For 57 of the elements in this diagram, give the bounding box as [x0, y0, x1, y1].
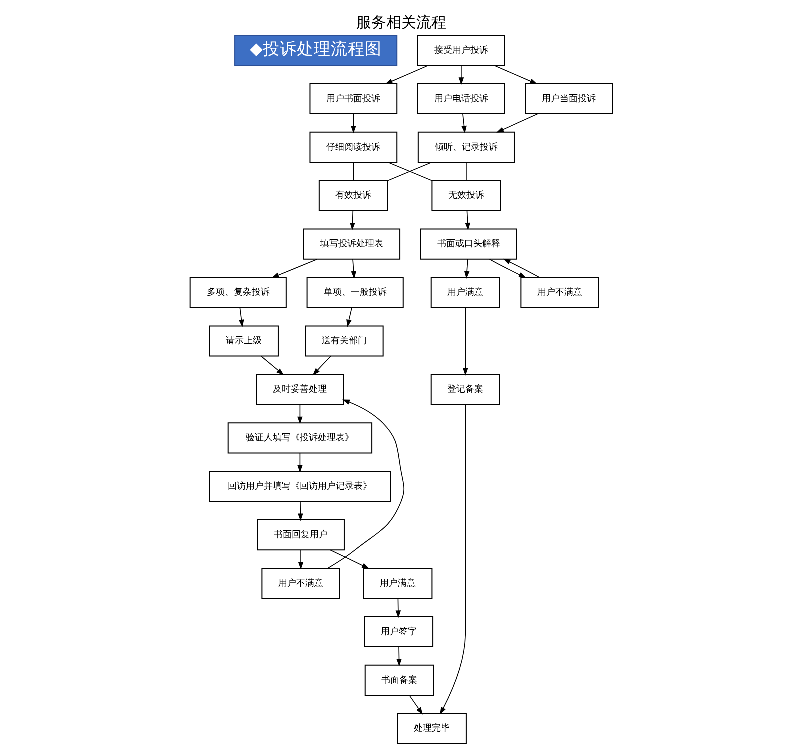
arrow: [464, 259, 470, 279]
arrow: [458, 65, 464, 86]
arrow: [298, 550, 304, 570]
arrow: [464, 210, 470, 231]
node-box: 多项、复杂投诉: [189, 277, 286, 308]
node-box: 用户书面投诉: [309, 83, 398, 114]
node-box: 登记备案: [430, 374, 500, 406]
arrow: [502, 258, 540, 278]
arrow: [384, 65, 428, 84]
node-box: 书面备案: [364, 664, 434, 696]
node-box: 回访用户并填写《回访用户记录表》: [208, 471, 391, 502]
arrow: [271, 259, 318, 278]
node-box: 用户满意: [362, 568, 432, 600]
node-box: 用户电话投诉: [417, 83, 505, 114]
node-box: 处理完毕: [396, 713, 466, 744]
label: ◆投诉处理流程图: [250, 38, 382, 59]
arrow: [396, 646, 402, 667]
arrow: [350, 210, 355, 231]
arrow: [395, 598, 401, 618]
diagram-title: 服务相关流程: [356, 13, 446, 32]
arrow: [312, 356, 331, 376]
node-box: 无效投诉: [431, 180, 501, 212]
arrow: [330, 550, 370, 570]
node-box: 仔细阅读投诉: [309, 132, 398, 163]
connector: [352, 162, 354, 182]
node-box: 有效投诉: [318, 180, 388, 212]
node-box: 用户签字: [364, 616, 434, 648]
node-box: 倾听、记录投诉: [417, 132, 514, 163]
arrow: [346, 308, 352, 328]
arrow: [408, 695, 423, 715]
arrow: [238, 308, 244, 328]
node-box: 验证人填写《投诉处理表》: [227, 422, 372, 454]
arrow: [260, 356, 284, 376]
arrow: [297, 404, 302, 424]
node-box: 请示上级: [208, 326, 278, 357]
arrow: [461, 114, 466, 134]
node-box: 用户不满意: [261, 568, 340, 600]
arrow: [462, 308, 468, 376]
node-box: 书面或口头解释: [420, 228, 517, 260]
arrow: [488, 259, 526, 278]
node-box: 单项、一般投诉: [306, 277, 404, 308]
arrow: [297, 452, 302, 473]
node-box: 书面回复用户: [256, 520, 344, 551]
node-box: 填写投诉处理表: [302, 228, 400, 260]
node-box: 用户不满意: [520, 277, 599, 308]
arrow: [327, 400, 404, 569]
arrow: [440, 404, 466, 715]
node-box: 及时妥善处理: [256, 374, 344, 406]
node-box: 送有关部门: [304, 326, 384, 357]
arrow: [496, 114, 538, 133]
arrow: [493, 65, 538, 84]
arrow: [298, 501, 303, 522]
node-box: 用户满意: [430, 277, 500, 308]
node-box: 接受用户投诉: [417, 34, 505, 66]
arrow: [350, 259, 356, 279]
node-box: 用户当面投诉: [524, 83, 613, 114]
arrow: [350, 114, 356, 134]
